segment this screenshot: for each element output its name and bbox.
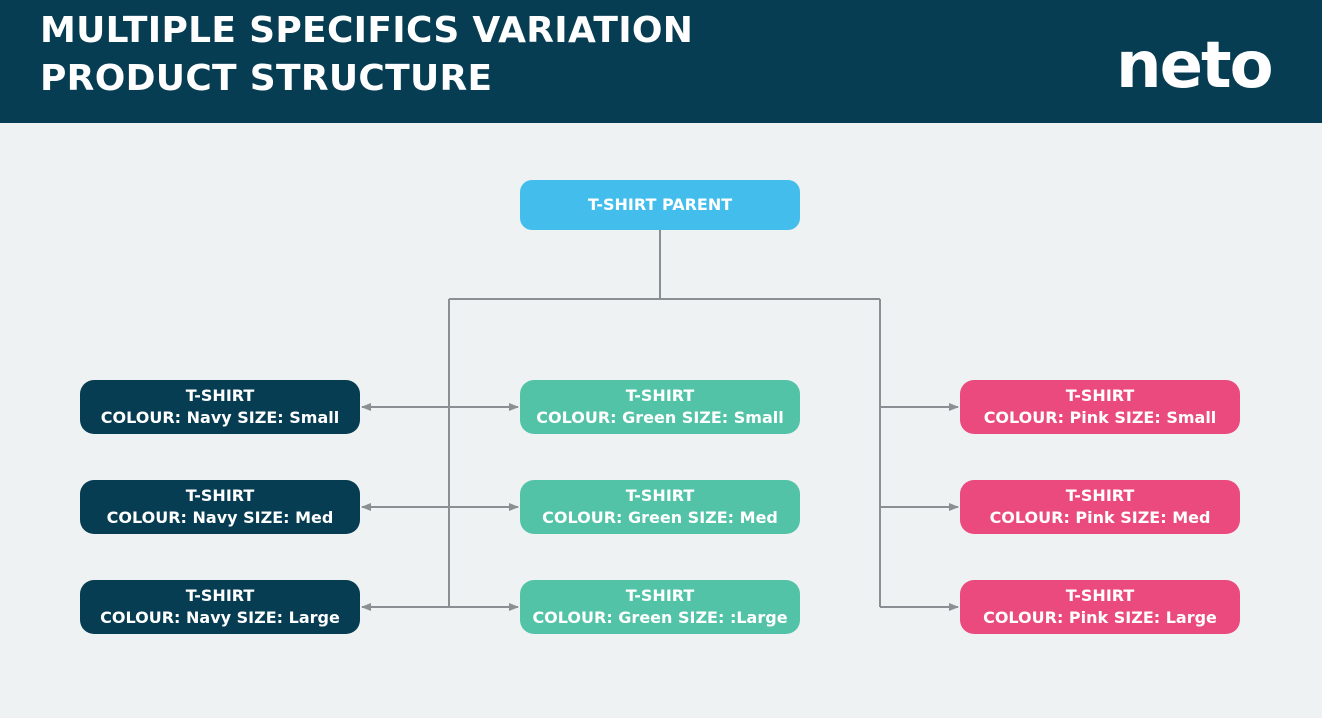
variant-node-green-large: T-SHIRT COLOUR: Green SIZE: :Large <box>520 580 800 634</box>
page-title-line-1: MULTIPLE SPECIFICS VARIATION <box>40 10 694 51</box>
variant-node-pink-med: T-SHIRT COLOUR: Pink SIZE: Med <box>960 480 1240 534</box>
variant-detail: COLOUR: Navy SIZE: Small <box>100 408 340 427</box>
variant-title: T-SHIRT <box>185 586 255 605</box>
variant-title: T-SHIRT <box>625 486 695 505</box>
header-banner: MULTIPLE SPECIFICS VARIATION PRODUCT STR… <box>0 0 1322 123</box>
neto-logo: neto <box>1116 29 1274 103</box>
variant-node-navy-small: T-SHIRT COLOUR: Navy SIZE: Small <box>80 380 360 434</box>
variant-title: T-SHIRT <box>1065 586 1135 605</box>
variant-title: T-SHIRT <box>625 386 695 405</box>
variant-node-green-med: T-SHIRT COLOUR: Green SIZE: Med <box>520 480 800 534</box>
parent-node-label: T-SHIRT PARENT <box>587 195 733 214</box>
variant-title: T-SHIRT <box>185 386 255 405</box>
variant-node-navy-med: T-SHIRT COLOUR: Navy SIZE: Med <box>80 480 360 534</box>
variant-title: T-SHIRT <box>1065 386 1135 405</box>
variant-node-pink-large: T-SHIRT COLOUR: Pink SIZE: Large <box>960 580 1240 634</box>
variant-title: T-SHIRT <box>185 486 255 505</box>
variant-node-navy-large: T-SHIRT COLOUR: Navy SIZE: Large <box>80 580 360 634</box>
variant-detail: COLOUR: Pink SIZE: Small <box>983 408 1217 427</box>
variant-title: T-SHIRT <box>625 586 695 605</box>
variant-node-green-small: T-SHIRT COLOUR: Green SIZE: Small <box>520 380 800 434</box>
variant-detail: COLOUR: Pink SIZE: Med <box>989 508 1211 527</box>
variant-detail: COLOUR: Pink SIZE: Large <box>983 608 1217 627</box>
variant-detail: COLOUR: Navy SIZE: Large <box>100 608 340 627</box>
parent-node: T-SHIRT PARENT <box>520 180 800 230</box>
variant-node-pink-small: T-SHIRT COLOUR: Pink SIZE: Small <box>960 380 1240 434</box>
page-title-line-2: PRODUCT STRUCTURE <box>40 58 493 99</box>
variant-detail: COLOUR: Green SIZE: :Large <box>532 608 788 627</box>
variant-title: T-SHIRT <box>1065 486 1135 505</box>
variant-detail: COLOUR: Green SIZE: Med <box>542 508 778 527</box>
variant-detail: COLOUR: Green SIZE: Small <box>536 408 784 427</box>
variant-detail: COLOUR: Navy SIZE: Med <box>106 508 334 527</box>
